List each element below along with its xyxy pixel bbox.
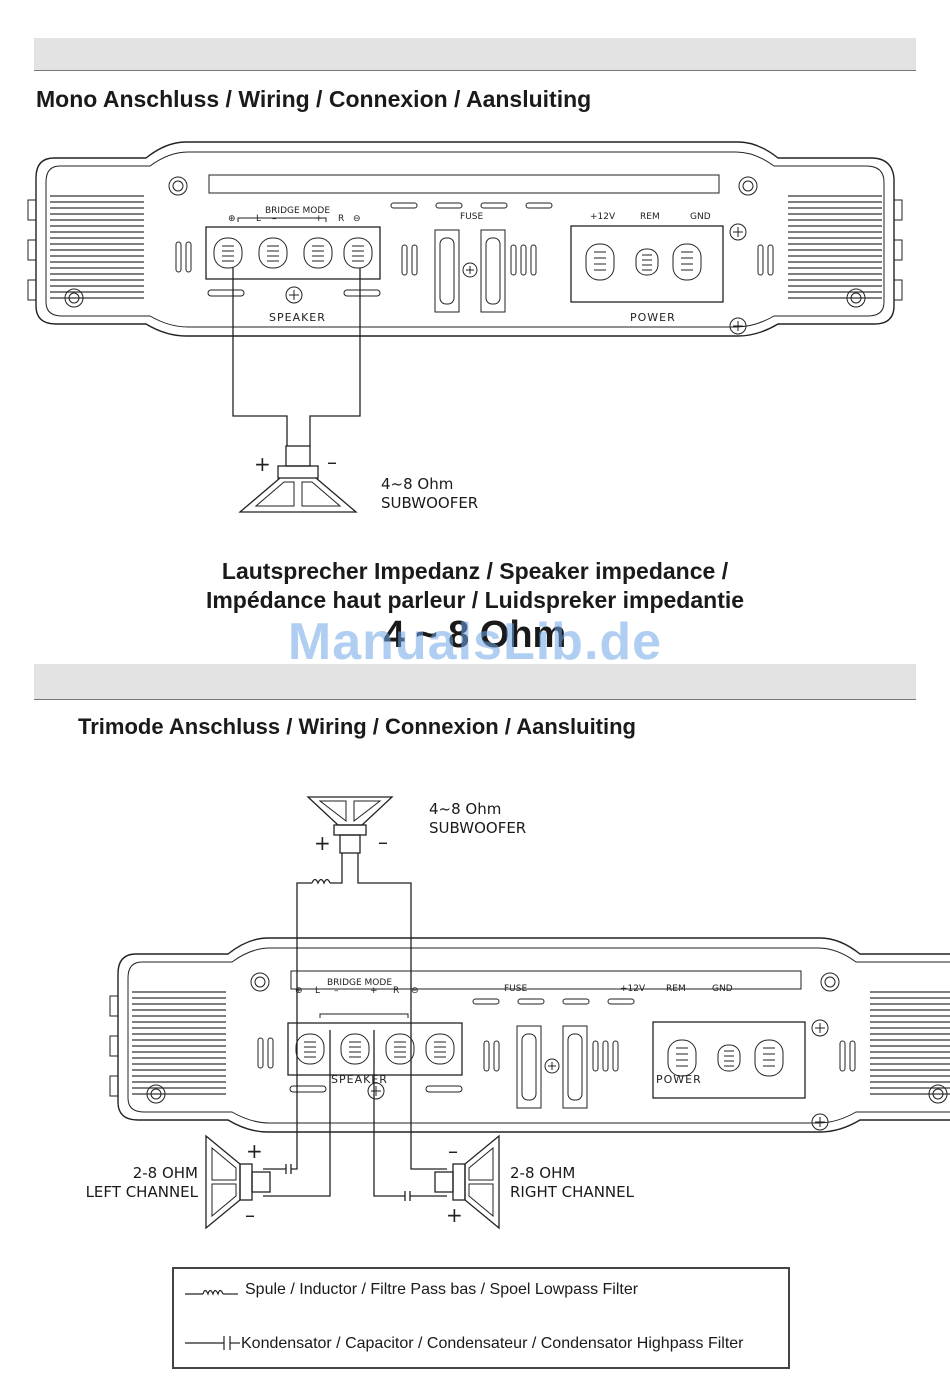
right-plus: + bbox=[446, 1203, 463, 1227]
impedance-line2: Impédance haut parleur / Luidspreker imp… bbox=[205, 587, 745, 613]
mono-sub-minus: – bbox=[327, 450, 337, 474]
right-minus: – bbox=[448, 1139, 458, 1163]
tri-speaker-label: SPEAKER bbox=[331, 1073, 388, 1086]
tri-term-r: R bbox=[393, 986, 399, 996]
left-minus: – bbox=[245, 1203, 255, 1227]
left-plus: + bbox=[246, 1139, 263, 1163]
mono-term-plus2: + bbox=[315, 214, 323, 224]
trimode-subwoofer-label: 4~8 Ohm SUBWOOFER bbox=[429, 800, 527, 837]
tri-term-l: L bbox=[315, 986, 320, 996]
mono-subwoofer-label: 4~8 Ohm SUBWOOFER bbox=[381, 475, 479, 512]
tri-sub-plus: + bbox=[314, 831, 331, 855]
tri-12v-label: +12V bbox=[620, 984, 646, 994]
impedance-line1: Lautsprecher Impedanz / Speaker impedanc… bbox=[221, 558, 729, 584]
tri-term-minus: ⊖ bbox=[411, 986, 419, 996]
tri-sub-minus: – bbox=[378, 830, 388, 854]
mono-power-label: POWER bbox=[630, 311, 676, 324]
right-channel-speaker bbox=[434, 1134, 500, 1230]
legend-inductor-text: Spule / Inductor / Filtre Pass bas / Spo… bbox=[245, 1281, 639, 1298]
trimode-amplifier bbox=[109, 937, 950, 1133]
mono-gnd-label: GND bbox=[690, 212, 711, 222]
mono-term-r: R bbox=[338, 214, 344, 224]
mono-speaker-label: SPEAKER bbox=[269, 311, 326, 324]
legend-box bbox=[172, 1267, 790, 1369]
left-channel-speaker bbox=[205, 1134, 271, 1230]
tri-fuse-label: FUSE bbox=[504, 984, 527, 994]
section1-band bbox=[34, 38, 916, 71]
legend-inductor-icon bbox=[185, 1289, 238, 1296]
mono-fuse-label: FUSE bbox=[460, 212, 483, 222]
tri-term-dash: – bbox=[334, 986, 339, 996]
section2-title: Trimode Anschluss / Wiring / Connexion /… bbox=[78, 714, 636, 739]
mono-term-dash: – bbox=[272, 214, 277, 224]
section1-title: Mono Anschluss / Wiring / Connexion / Aa… bbox=[36, 86, 592, 112]
mono-bridge-mode-label: BRIDGE MODE bbox=[265, 206, 330, 216]
watermark: ManualsLib.de bbox=[287, 613, 663, 671]
trimode-subwoofer-cone bbox=[306, 796, 394, 854]
mono-sub-plus: + bbox=[254, 452, 271, 476]
legend-capacitor-text: Kondensator / Capacitor / Condensateur /… bbox=[241, 1335, 744, 1352]
section2-band bbox=[34, 664, 916, 700]
mono-term-minus: ⊖ bbox=[353, 214, 361, 224]
mono-rem-label: REM bbox=[640, 212, 660, 222]
mono-12v-label: +12V bbox=[590, 212, 616, 222]
right-channel-label: 2-8 OHM RIGHT CHANNEL bbox=[510, 1164, 634, 1201]
impedance-value: 4 ~ 8 Ohm bbox=[383, 614, 567, 656]
mono-amplifier bbox=[27, 141, 903, 337]
tri-term-plus2: + bbox=[370, 986, 378, 996]
mono-term-plus: ⊕ bbox=[228, 214, 236, 224]
tri-bridge-mode-label: BRIDGE MODE bbox=[327, 978, 392, 988]
tri-gnd-label: GND bbox=[712, 984, 733, 994]
tri-power-label: POWER bbox=[656, 1073, 702, 1086]
legend-capacitor-icon bbox=[185, 1336, 240, 1350]
left-channel-label: 2-8 OHM LEFT CHANNEL bbox=[85, 1164, 198, 1201]
mono-term-l: L bbox=[256, 214, 261, 224]
tri-rem-label: REM bbox=[666, 984, 686, 994]
tri-term-plus: ⊕ bbox=[295, 986, 303, 996]
